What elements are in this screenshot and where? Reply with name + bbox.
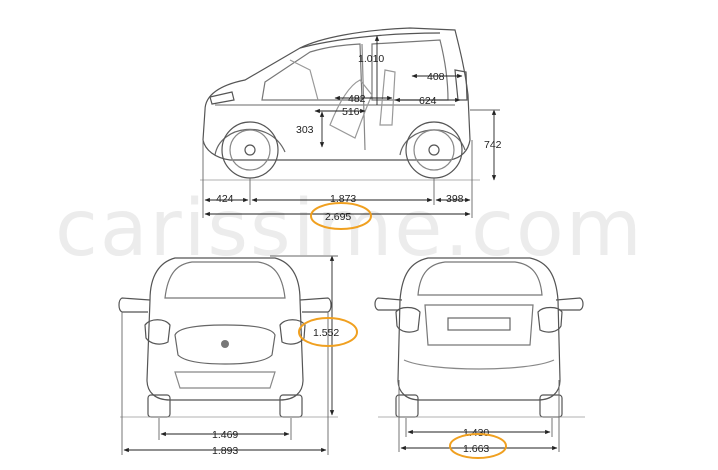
highlight-overall-length (310, 202, 372, 230)
label-rear-width: 1.663 (463, 443, 489, 455)
highlight-front-height (298, 317, 358, 347)
label-rear-seat-to-tail: 408 (427, 71, 445, 83)
side-view-car (202, 27, 471, 161)
label-seat-length: 482 (348, 93, 366, 105)
label-width-with-mirrors: 1.893 (212, 445, 238, 457)
label-rear-track: 1.430 (463, 427, 489, 439)
label-interior-height: 1.010 (358, 53, 384, 65)
label-front-overhang: 424 (216, 193, 234, 205)
side-view-rear-wheel (405, 121, 463, 179)
label-front-track: 1.469 (212, 429, 238, 441)
rear-view-car (374, 257, 584, 418)
label-rear-overhang: 398 (446, 193, 464, 205)
label-rear-interior: 624 (419, 95, 437, 107)
highlight-rear-width (449, 433, 507, 459)
front-view-car (118, 257, 332, 418)
label-overall-length: 2.695 (325, 211, 351, 223)
side-view-front-wheel (221, 121, 279, 179)
label-seat-height: 303 (296, 124, 314, 136)
label-pedal-to-seat: 516 (342, 106, 360, 118)
label-wheelbase: 1.873 (330, 193, 356, 205)
label-front-height: 1.552 (313, 327, 339, 339)
label-loading-height: 742 (484, 139, 502, 151)
